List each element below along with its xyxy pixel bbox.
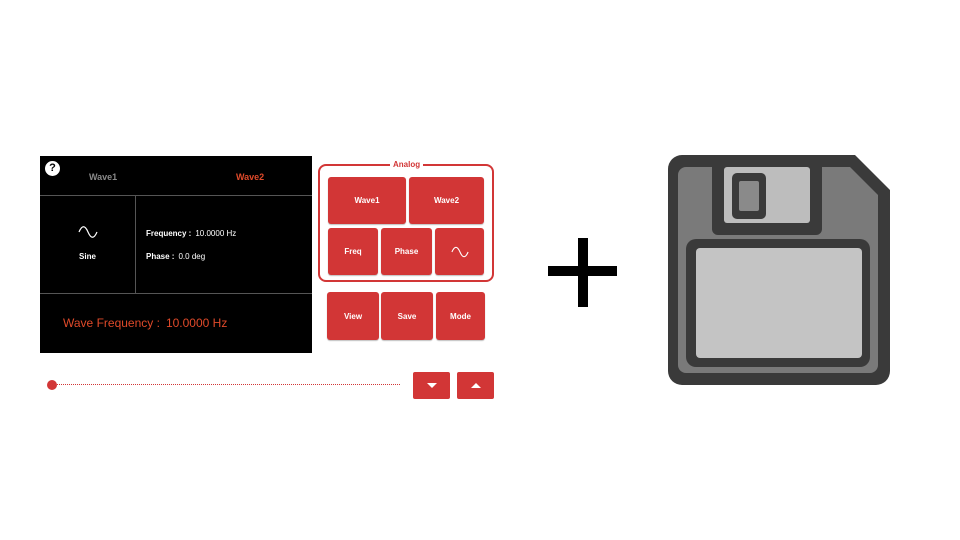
mode-button[interactable]: Mode	[436, 292, 485, 340]
wave-frequency-readout: Wave Frequency : 10.0000 Hz	[63, 316, 227, 330]
phase-value: 0.0 deg	[178, 252, 206, 261]
wave2-button[interactable]: Wave2	[409, 177, 484, 224]
phase-button[interactable]: Phase	[381, 228, 432, 275]
help-icon[interactable]: ?	[45, 161, 60, 176]
sine-wave-button[interactable]	[435, 228, 484, 275]
slider-track[interactable]	[52, 384, 400, 385]
triangle-down-icon	[426, 383, 437, 388]
readout-label: Wave Frequency :	[63, 316, 160, 330]
phase-label: Phase :	[146, 252, 175, 261]
slider-knob[interactable]	[47, 380, 57, 390]
floppy-disk-icon	[668, 155, 890, 385]
analog-panel: Analog	[318, 160, 494, 282]
divider-top	[40, 195, 312, 196]
view-button[interactable]: View	[327, 292, 379, 340]
waveform-display: ? Wave1 Wave2 Sine Frequency :10.0000 Hz…	[40, 156, 312, 353]
wave1-button[interactable]: Wave1	[328, 177, 406, 224]
divider-bottom	[40, 293, 312, 294]
readout-value: 10.0000 Hz	[165, 316, 228, 330]
analog-title: Analog	[390, 160, 424, 170]
freq-button[interactable]: Freq	[328, 228, 378, 275]
sine-wave-icon	[450, 246, 469, 257]
up-button[interactable]	[457, 372, 494, 399]
tab-wave2[interactable]: Wave2	[236, 172, 265, 182]
tab-wave1[interactable]: Wave1	[89, 172, 118, 182]
frequency-label: Frequency :	[146, 229, 192, 238]
triangle-up-icon	[470, 383, 481, 388]
frequency-value: 10.0000 Hz	[195, 229, 237, 238]
plus-vertical-bar	[578, 238, 588, 307]
down-button[interactable]	[413, 372, 450, 399]
phase-param: Phase :0.0 deg	[146, 252, 205, 261]
frequency-param: Frequency :10.0000 Hz	[146, 229, 236, 238]
save-button[interactable]: Save	[381, 292, 433, 340]
divider-vertical	[135, 195, 136, 293]
waveform-label: Sine	[79, 252, 96, 261]
sine-wave-icon	[78, 226, 98, 238]
